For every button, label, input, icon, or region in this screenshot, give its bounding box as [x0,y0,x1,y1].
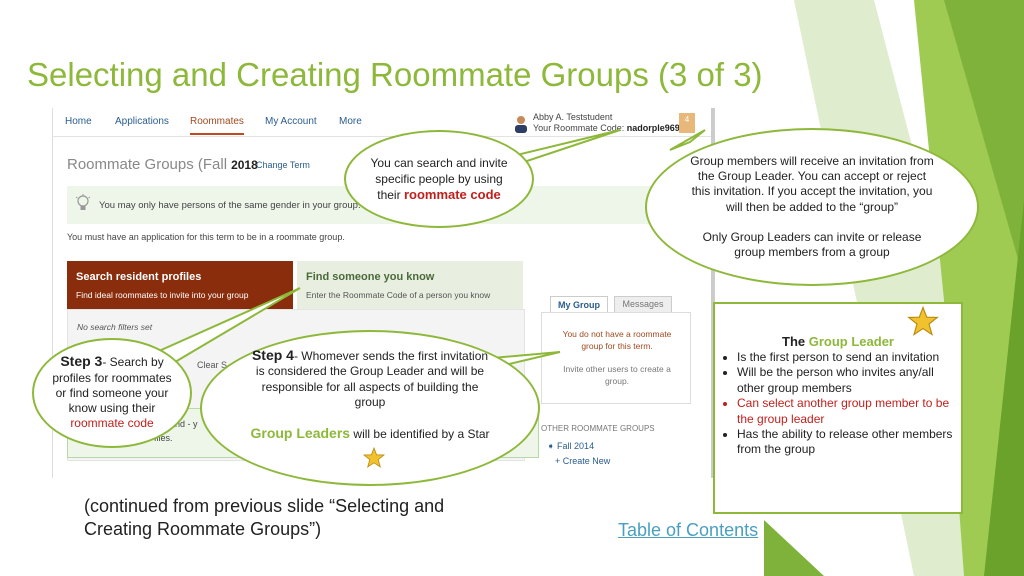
callout-step3: Step 3- Search by profiles for roommates… [32,338,192,448]
top-nav: Home Applications Roommates My Account M… [53,108,711,137]
callout-search: You can search and invite specific peopl… [344,130,534,228]
tab-my-group[interactable]: My Group [550,296,608,313]
group-leader-heading: The Group Leader [782,334,894,349]
group-leader-box: The Group Leader Is the first person to … [713,302,963,514]
other-groups-heading: OTHER ROOMMATE GROUPS [541,424,655,433]
nav-more[interactable]: More [339,116,362,127]
user-name: Abby A. Teststudent [533,112,613,122]
slide-title: Selecting and Creating Roommate Groups (… [27,56,763,93]
callout-group-members: Group members will receive an invitation… [645,128,979,286]
roommate-code: nadorple969 [626,123,680,133]
arrow-right-icon: ➧ [547,441,558,451]
lightbulb-icon [75,194,91,210]
nav-home[interactable]: Home [65,116,92,127]
term-year: 2018 [231,158,258,172]
star-icon [907,306,939,336]
no-filters-text: No search filters set [77,322,153,332]
create-new-link[interactable]: + Create New [555,456,611,466]
list-item: Can select another group member to be th… [737,396,961,427]
list-item: Has the ability to release other members… [737,427,961,458]
fall-2014-item[interactable]: ➧ Fall 2014 [547,441,595,451]
continued-note: (continued from previous slide “Selectin… [84,496,445,539]
user-info: Abby A. Teststudent Your Roommate Code: … [533,112,680,134]
nav-roommates[interactable]: Roommates [190,116,244,135]
notice-text: You may only have persons of the same ge… [99,200,361,211]
nav-my-account[interactable]: My Account [265,116,317,127]
my-group-panel: You do not have a roommate group for thi… [541,312,691,404]
nav-applications[interactable]: Applications [115,116,169,127]
group-leader-list: Is the first person to send an invitatio… [721,350,961,458]
notification-badge[interactable]: 4 [679,113,695,133]
tab-find-someone[interactable]: Find someone you know Enter the Roommate… [297,261,523,309]
table-of-contents-link[interactable]: Table of Contents [618,520,759,540]
application-requirement: You must have an application for this te… [67,232,345,242]
tab-search-profiles[interactable]: Search resident profiles Find ideal room… [67,261,293,309]
callout-step4: Step 4- Whomever sends the first invitat… [200,330,540,486]
user-avatar-icon [515,116,527,133]
roommate-code-label: Your Roommate Code: [533,123,625,133]
invite-others-text: Invite other users to create a group. [563,364,671,386]
change-term-link[interactable]: Change Term [256,160,310,170]
no-group-text: You do not have a roommate group for thi… [562,329,672,351]
star-icon [362,446,386,468]
list-item: Is the first person to send an invitatio… [737,350,961,365]
list-item: Will be the person who invites any/all o… [737,365,961,396]
tab-messages[interactable]: Messages [614,296,672,313]
